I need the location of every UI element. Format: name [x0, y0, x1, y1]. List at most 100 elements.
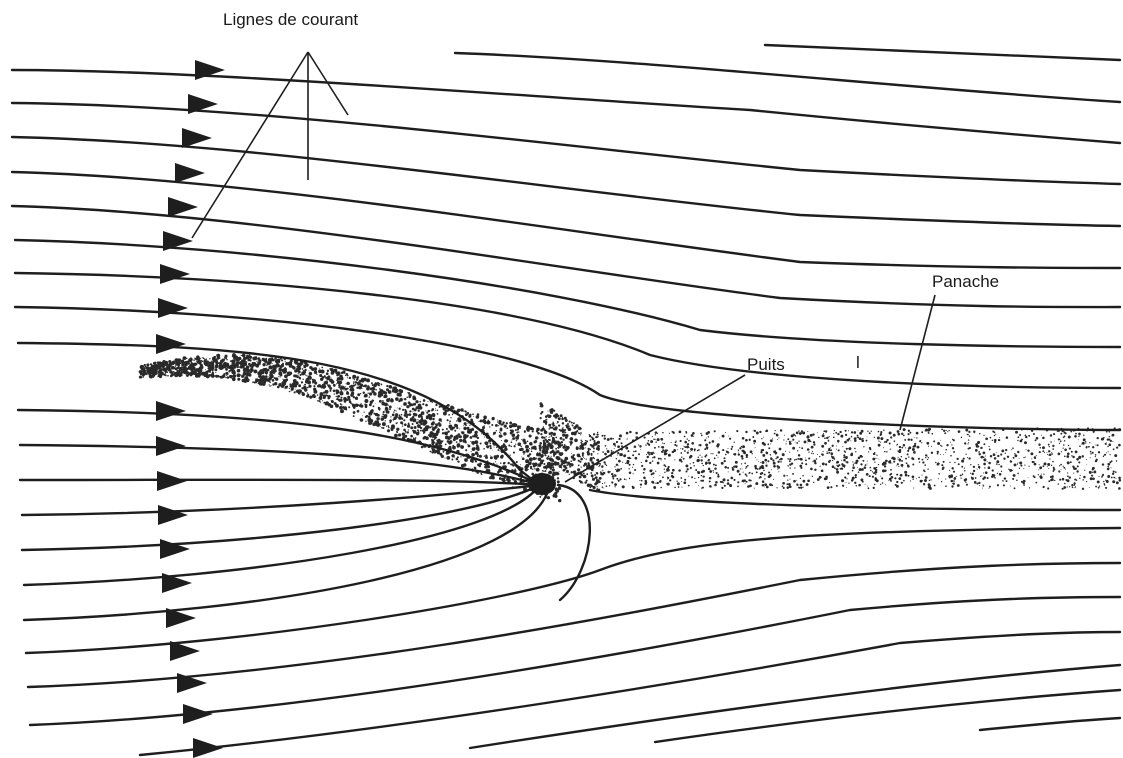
plume-particle: [306, 395, 309, 398]
plume-particle: [590, 459, 593, 462]
plume-particle: [232, 377, 236, 381]
plume-particle: [604, 482, 605, 483]
plume-particle: [889, 478, 892, 481]
plume-particle: [356, 387, 358, 389]
plume-particle: [858, 471, 860, 473]
plume-particle: [953, 480, 955, 482]
plume-particle: [765, 465, 767, 467]
plume-particle: [848, 430, 849, 431]
plume-particle: [791, 434, 794, 437]
plume-particle: [789, 479, 790, 480]
plume-particle: [674, 459, 675, 460]
plume-particle: [979, 453, 981, 455]
plume-particle: [347, 396, 350, 399]
plume-particle: [635, 450, 637, 452]
plume-particle: [1059, 439, 1060, 440]
plume-particle: [992, 440, 993, 441]
plume-particle: [724, 460, 726, 462]
plume-particle: [387, 398, 389, 400]
plume-particle: [499, 450, 500, 451]
plume-particle: [441, 421, 442, 422]
plume-particle: [467, 444, 468, 445]
plume-particle: [407, 431, 409, 433]
plume-particle: [221, 375, 224, 378]
plume-particle: [935, 462, 936, 463]
plume-particle: [327, 392, 328, 393]
plume-particle: [192, 371, 196, 375]
plume-particle: [836, 468, 839, 471]
plume-particle: [1039, 451, 1041, 453]
plume-particle: [1106, 442, 1107, 443]
plume-particle: [874, 461, 875, 462]
plume-particle: [924, 470, 926, 472]
plume-particle: [653, 477, 654, 478]
plume-particle: [535, 436, 538, 439]
plume-particle: [175, 365, 176, 366]
plume-particle: [547, 496, 550, 499]
plume-particle: [207, 368, 208, 369]
plume-particle: [587, 448, 589, 450]
plume-particle: [465, 449, 467, 451]
plume-particle: [510, 454, 511, 455]
plume-particle: [562, 427, 563, 428]
plume-particle: [557, 477, 559, 479]
plume-particle: [470, 415, 472, 417]
plume-particle: [945, 452, 946, 453]
plume-particle: [1033, 475, 1035, 477]
plume-particle: [885, 460, 888, 463]
plume-particle: [643, 476, 646, 479]
plume-particle: [951, 480, 954, 483]
plume-particle: [735, 461, 738, 464]
plume-particle: [850, 453, 853, 456]
plume-particle: [750, 485, 752, 487]
plume-particle: [566, 434, 567, 435]
plume-particle: [855, 474, 857, 476]
plume-particle: [258, 372, 262, 376]
plume-particle: [984, 467, 985, 468]
plume-particle: [882, 482, 884, 484]
plume-particle: [938, 473, 940, 475]
plume-particle: [222, 363, 223, 364]
plume-particle: [648, 453, 650, 455]
plume-particle: [824, 437, 826, 439]
plume-particle: [485, 441, 489, 445]
plume-particle: [286, 378, 289, 381]
plume-particle: [805, 459, 807, 461]
plume-particle: [565, 468, 566, 469]
plume-particle: [416, 432, 419, 435]
plume-particle: [950, 455, 952, 457]
plume-particle: [1076, 470, 1078, 472]
plume-particle: [874, 484, 875, 485]
plume-particle: [845, 482, 846, 483]
plume-particle: [961, 437, 962, 438]
plume-particle: [741, 458, 743, 460]
plume-particle: [1039, 466, 1042, 469]
plume-particle: [398, 414, 400, 416]
plume-particle: [1051, 478, 1054, 481]
plume-particle: [999, 437, 1000, 438]
plume-particle: [431, 426, 433, 428]
plume-particle: [489, 476, 492, 479]
plume-particle: [275, 377, 278, 380]
plume-particle: [340, 392, 343, 395]
plume-particle: [776, 487, 777, 488]
plume-particle: [552, 424, 554, 426]
plume-particle: [1061, 451, 1062, 452]
plume-particle: [1034, 456, 1036, 458]
plume-particle: [1047, 463, 1050, 466]
plume-particle: [727, 482, 730, 485]
plume-particle: [664, 453, 666, 455]
plume-particle: [317, 394, 319, 396]
plume-particle: [725, 432, 726, 433]
plume-particle: [374, 383, 377, 386]
plume-particle: [752, 436, 754, 438]
plume-particle: [996, 452, 997, 453]
plume-particle: [680, 477, 682, 479]
plume-particle: [272, 379, 275, 382]
plume-particle: [1074, 487, 1075, 488]
plume-particle: [658, 458, 660, 460]
arrow-icon: [156, 401, 186, 421]
plume-particle: [449, 440, 453, 444]
plume-particle: [304, 386, 305, 387]
plume-particle: [433, 450, 437, 454]
